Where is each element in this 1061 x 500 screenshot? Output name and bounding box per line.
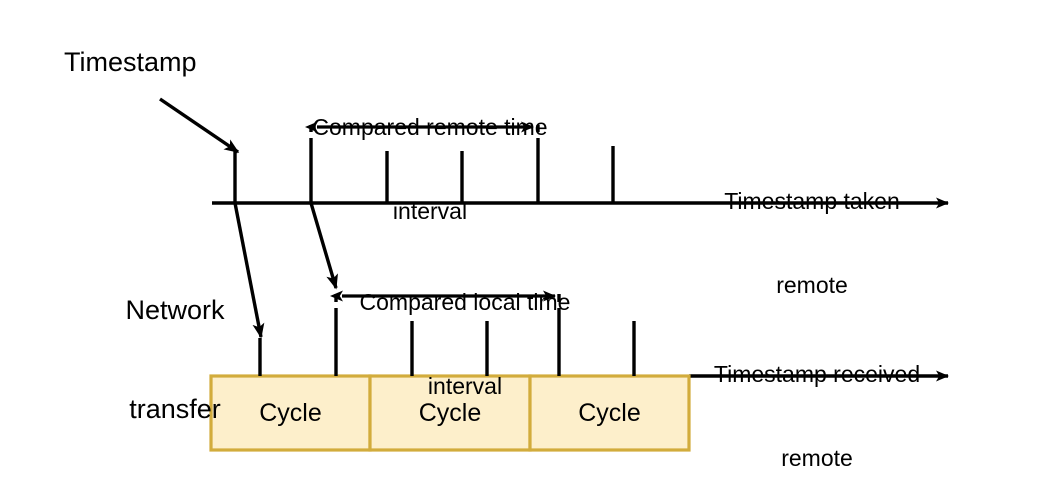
- remote-timeline-group: [212, 121, 949, 209]
- cycle-label-2: Cycle: [418, 399, 482, 427]
- timestamp-received-remote-label: Timestamp received remote: [672, 304, 962, 500]
- network-transfer-line-1: Network: [125, 294, 225, 325]
- timestamp-taken-line-2: remote: [776, 272, 848, 299]
- compared-local-interval-label: Compared local time interval: [325, 232, 605, 456]
- timestamp-label: Timestamp: [64, 47, 197, 77]
- timestamp-received-line-2: remote: [781, 445, 853, 472]
- network-transfer-arrow-2: [309, 202, 338, 290]
- compared-local-line-2: interval: [427, 373, 503, 400]
- compared-remote-interval-label: Compared remote time interval: [285, 57, 575, 281]
- local-timeline-group: [209, 290, 949, 452]
- timestamp-taken-remote-label: Timestamp taken remote: [672, 131, 952, 355]
- timestamp-pointer-arrow: [159, 97, 240, 154]
- cycle-box-3[interactable]: [528, 374, 691, 452]
- timestamp-received-line-1: Timestamp received: [713, 361, 921, 388]
- compared-local-line-1: Compared local time: [359, 289, 571, 316]
- network-transfer-arrow-1: [233, 202, 265, 339]
- compared-remote-line-1: Compared remote time: [312, 114, 548, 141]
- cycle-label-3: Cycle: [578, 399, 641, 427]
- network-transfer-label: Network transfer: [95, 228, 255, 492]
- timestamp-taken-line-1: Timestamp taken: [724, 188, 900, 215]
- compared-remote-line-2: interval: [392, 198, 468, 225]
- network-transfer-line-2: transfer: [129, 393, 221, 424]
- cycle-label-1: Cycle: [259, 399, 322, 427]
